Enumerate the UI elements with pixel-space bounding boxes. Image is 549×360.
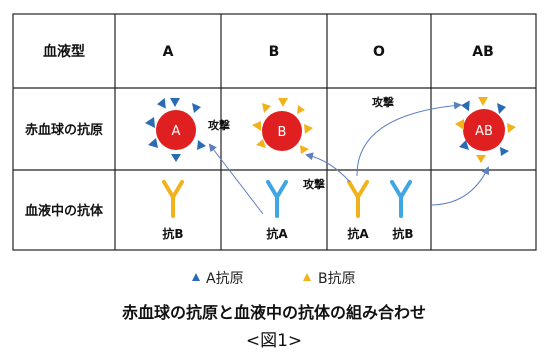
legend-b-antigen-label: B抗原 bbox=[318, 271, 356, 287]
antibody-anti-a-type-b bbox=[266, 180, 288, 218]
row-label-rbc-antigen: 赤血球の抗原 bbox=[25, 122, 103, 138]
red-cell-b-label: B bbox=[278, 125, 287, 140]
attack-label-3: 攻撃 bbox=[303, 177, 325, 191]
antibody-anti-b-type-a bbox=[162, 180, 184, 218]
attack-arrow-anti-a-to-b bbox=[305, 152, 351, 183]
header-type-b: B bbox=[269, 44, 280, 60]
red-cell-ab-label: AB bbox=[475, 124, 493, 139]
caption-figure-label: <図1> bbox=[246, 331, 302, 351]
header-type-a: A bbox=[163, 44, 174, 60]
antibody-label-type-a: 抗B bbox=[162, 226, 183, 241]
antibody-label-type-o-2: 抗B bbox=[392, 226, 413, 241]
legend-a-antigen-icon bbox=[192, 273, 200, 281]
header-type-o: O bbox=[373, 44, 385, 60]
legend-b-antigen-icon bbox=[303, 273, 311, 281]
attack-arrow-anti-a-to-ab bbox=[356, 101, 462, 177]
antibody-anti-b-type-o bbox=[390, 180, 412, 218]
legend-a-antigen-label: A抗原 bbox=[206, 271, 244, 287]
header-blood-type: 血液型 bbox=[43, 43, 85, 60]
antibody-label-type-o-1: 抗A bbox=[347, 226, 369, 241]
table-grid bbox=[12, 13, 537, 251]
antibody-label-type-b: 抗A bbox=[266, 226, 288, 241]
red-cell-a bbox=[145, 97, 206, 162]
attack-arrow-anti-b-to-b bbox=[208, 143, 264, 215]
header-type-ab: AB bbox=[472, 44, 494, 60]
red-cell-a-label: A bbox=[172, 124, 181, 139]
red-cell-b bbox=[252, 98, 313, 154]
attack-arrow-anti-b-to-ab bbox=[429, 166, 489, 206]
red-cell-ab bbox=[455, 97, 516, 163]
antibody-anti-a-type-o bbox=[347, 180, 369, 218]
attack-label-2: 攻撃 bbox=[372, 95, 394, 109]
attack-label-1: 攻撃 bbox=[208, 118, 230, 132]
row-label-antibody: 血液中の抗体 bbox=[25, 203, 104, 219]
caption-title: 赤血球の抗原と血液中の抗体の組み合わせ bbox=[122, 303, 426, 322]
